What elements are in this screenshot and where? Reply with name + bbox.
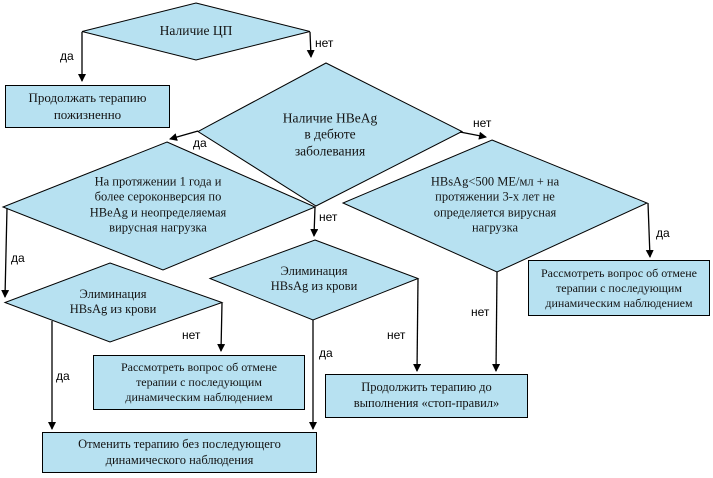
decision-hbsag-level-label: HBsAg<500 МЕ/мл + на протяжении 3-х лет … xyxy=(430,174,560,235)
edge-label-d5-yes: да xyxy=(319,346,333,360)
arrow-d2-no xyxy=(459,131,487,140)
edge-label-d1-no: нет xyxy=(315,36,334,50)
arrow-d2-yes xyxy=(169,130,199,141)
edge-label-d6-yes: да xyxy=(56,369,70,383)
edge-label-d5-no: нет xyxy=(387,328,406,342)
edge-label-d2-yes: да xyxy=(193,136,207,150)
decision-seroconversion-label: На протяжении 1 года и более сероконверс… xyxy=(89,174,227,235)
arrow-d3-yes xyxy=(1,207,10,298)
edge-label-d1-yes: да xyxy=(60,49,74,63)
action-consider-withdrawal-right-box: Рассмотреть вопрос об отмене терапии с п… xyxy=(528,260,710,316)
arrow-d3-no xyxy=(310,206,319,237)
edge-label-d4-no: нет xyxy=(471,305,490,319)
action-cancel-without-followup-box: Отменить терапию без последующего динами… xyxy=(42,432,317,473)
edge-label-d3-no: нет xyxy=(319,210,338,224)
decision-cirrhosis-label: Наличие ЦП xyxy=(159,22,233,38)
decision-hbeag-onset-label: Наличие HBeAg в дебюте заболевания xyxy=(282,110,378,159)
diamond-hbsag-elimination-left-shape xyxy=(3,262,224,343)
diamond-cirrhosis-shape xyxy=(81,2,311,61)
decision-hbsag-elimination-left-label: Элиминация HBsAg из крови xyxy=(69,286,157,316)
diamond-hbeag-onset-shape xyxy=(197,62,464,207)
action-continue-until-stop-rules-box: Продолжить терапию до выполнения «стоп-п… xyxy=(325,374,528,418)
arrow-d4-yes xyxy=(645,202,654,258)
diamond-seroconversion-shape xyxy=(1,141,317,271)
arrow-d1-no xyxy=(306,31,315,58)
arrow-d6-no xyxy=(217,302,226,352)
edge-label-d6-no: нет xyxy=(182,328,201,342)
arrow-d4-no xyxy=(492,271,501,372)
arrow-d5-no xyxy=(413,278,422,372)
edge-label-d2-no: нет xyxy=(473,116,492,130)
edge-label-d3-yes: да xyxy=(11,251,25,265)
action-continue-lifelong-box: Продолжать терапию пожизненно xyxy=(5,85,170,128)
edge-label-d4-yes: да xyxy=(656,226,670,240)
action-consider-withdrawal-left-box: Рассмотреть вопрос об отмене терапии с п… xyxy=(93,355,305,410)
decision-hbsag-elimination-center-label: Элиминация HBsAg из крови xyxy=(270,263,358,293)
